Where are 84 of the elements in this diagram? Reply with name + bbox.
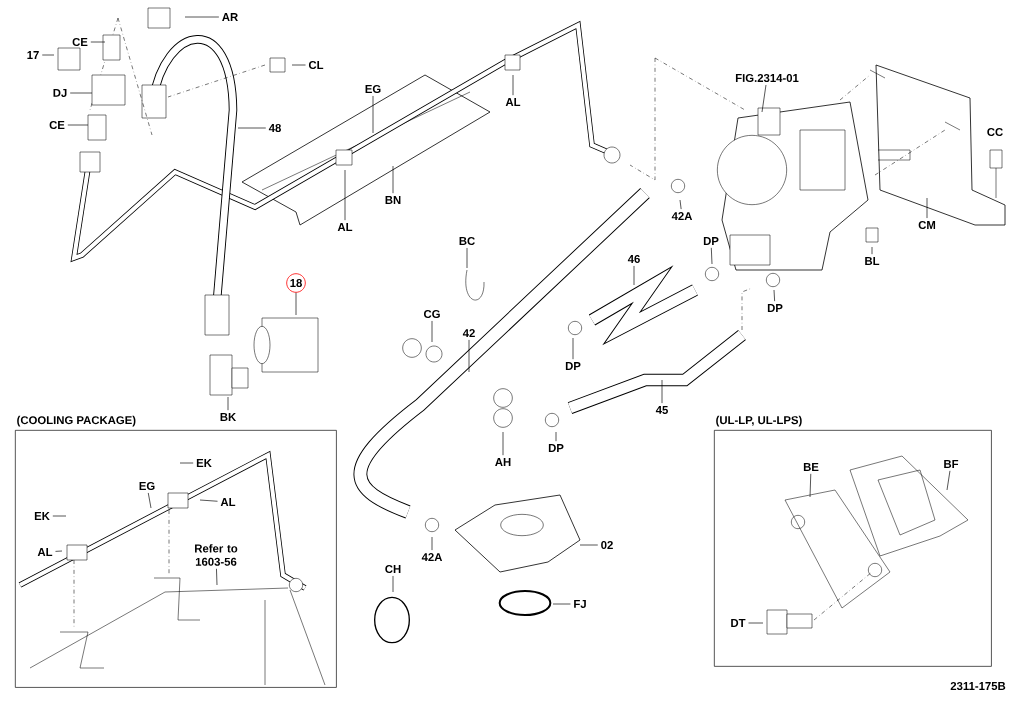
callout-number: CE — [49, 121, 65, 129]
leader-line — [946, 470, 951, 491]
leader-line — [926, 197, 928, 219]
leader-line — [392, 165, 394, 194]
leader-line — [661, 379, 663, 404]
callout-number: 46 — [627, 255, 640, 263]
leader-line — [502, 431, 504, 456]
callout-number: 02 — [601, 541, 613, 549]
callout-number: BF — [944, 460, 959, 468]
callout-number: 42A — [671, 212, 693, 220]
callout-number: FIG.2314-01 — [735, 74, 799, 82]
leader-line — [466, 247, 468, 269]
leader-line — [431, 536, 433, 551]
leader-line — [90, 41, 106, 43]
leader-line — [147, 492, 152, 509]
node-label: (UL-LP, UL-LPS) — [716, 415, 802, 427]
leader-line — [761, 84, 767, 113]
leader-line — [184, 16, 220, 18]
leader-line — [512, 74, 514, 96]
callout-number: BE — [803, 463, 819, 471]
callout-number: AL — [37, 548, 53, 556]
callout-number: AH — [495, 458, 511, 466]
callout-number: 42 — [462, 329, 475, 337]
leader-line — [871, 246, 873, 255]
leader-line — [431, 320, 433, 343]
callout-number: AR — [222, 13, 238, 21]
leader-line — [295, 292, 297, 316]
callout-number: CG — [423, 310, 440, 318]
leader-line — [748, 622, 764, 624]
leader-line — [55, 550, 63, 552]
callout-number: BK — [220, 413, 237, 421]
leader-line — [41, 54, 55, 56]
callout-number: CM — [918, 221, 936, 229]
callout-number: EK — [34, 512, 50, 520]
leader-line — [67, 124, 89, 126]
callout-number: DP — [548, 444, 564, 452]
leader-line — [710, 247, 713, 265]
callout-number: BC — [459, 237, 475, 245]
leader-line — [69, 92, 93, 94]
callout-number: CC — [987, 128, 1003, 136]
reference-note: Refer to 1603-56 — [195, 544, 238, 566]
leader-line — [227, 396, 229, 411]
callout-number: AL — [505, 98, 521, 106]
leader-line — [468, 339, 470, 373]
callout-number: AL — [337, 223, 353, 231]
callout-number: DJ — [53, 89, 67, 97]
callout-number: CL — [308, 61, 324, 69]
leader-line — [579, 544, 599, 546]
callout-number: 48 — [268, 124, 281, 132]
leader-line — [216, 568, 218, 586]
leader-line — [52, 515, 67, 517]
leader-line — [773, 289, 775, 302]
leader-line — [392, 575, 394, 593]
callout-number: CH — [385, 565, 401, 573]
leader-line — [572, 337, 574, 360]
callout-number: 42A — [421, 553, 443, 561]
callout-number: BN — [385, 196, 401, 204]
callout-number: EG — [365, 85, 381, 93]
callout-number: 17 — [27, 51, 39, 59]
leader-line — [552, 603, 571, 605]
leader-line — [555, 431, 557, 442]
callout-number: DP — [703, 237, 719, 245]
callout-number: AL — [220, 498, 236, 506]
leader-line — [291, 64, 306, 66]
leader-line — [199, 499, 218, 502]
leader-line — [372, 95, 374, 134]
circled-callout-number: 18 — [286, 273, 306, 293]
callout-number: BL — [865, 257, 880, 265]
callout-number: DP — [767, 304, 783, 312]
callout-number: DT — [731, 619, 746, 627]
leader-line — [344, 169, 346, 221]
leader-line — [237, 127, 267, 129]
leader-line — [179, 462, 194, 464]
callout-number: DP — [565, 362, 581, 370]
leader-line — [809, 473, 812, 498]
leader-line — [633, 265, 635, 286]
node-label: (COOLING PACKAGE) — [17, 415, 136, 427]
callout-number: CE — [72, 38, 88, 46]
callout-number: EK — [196, 459, 212, 467]
callout-number: EG — [139, 482, 155, 490]
leader-line — [679, 199, 682, 210]
callout-number: 45 — [655, 406, 668, 414]
callout-number: FJ — [574, 600, 586, 608]
figure-number: 2311-175B — [950, 682, 1006, 691]
